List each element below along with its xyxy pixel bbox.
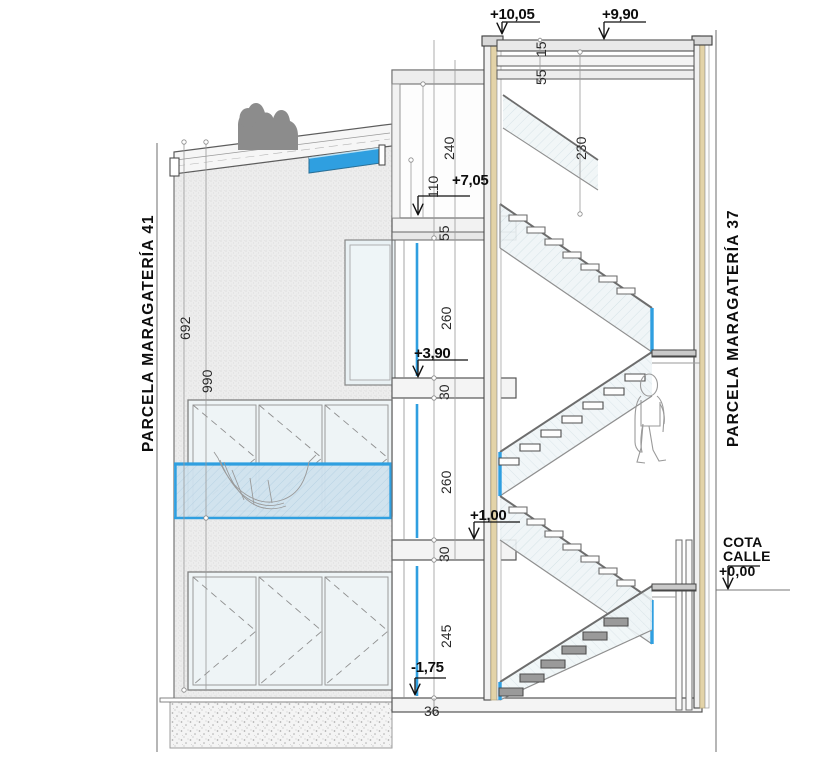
dim-penthouse-low: 110: [425, 175, 441, 198]
ground-foundation: [159, 697, 405, 749]
dim-penthouse-slab: 55: [436, 225, 452, 241]
level-leaders: [415, 21, 790, 694]
level-marker-3-90: +3,90: [414, 345, 451, 362]
window-tall-right: [344, 239, 396, 386]
dim-penthouse-clear: 240: [441, 136, 457, 160]
dim-lower-floor-clear: 245: [438, 624, 454, 648]
window-bay-upper: [174, 399, 393, 520]
dim-facade-990: 990: [199, 369, 215, 393]
stair-flight-top: [502, 94, 599, 191]
dim-upper-floor-clear: 260: [438, 306, 454, 330]
cota-calle-line1: COTA: [723, 534, 763, 550]
roof-beams-top: [496, 39, 695, 80]
stair-flight-2: [498, 349, 697, 497]
landing-slabs: [651, 349, 700, 598]
stair-walker-figure: [634, 373, 667, 464]
cota-calle-line2: CALLE: [723, 548, 771, 564]
dim-mid-floor-clear: 260: [438, 470, 454, 494]
party-wall-left-of-stair: [481, 35, 504, 701]
parcel-label-right: PARCELA MARAGATERÍA 37: [725, 209, 742, 447]
dim-parapet-cap: 15: [533, 41, 549, 57]
cota-calle-value: +0,00: [719, 563, 756, 579]
dim-mid-slab: 30: [436, 546, 452, 562]
dim-facade-692: 692: [177, 316, 193, 340]
stair-flight-4: [498, 583, 697, 701]
level-marker-1-00: +1,00: [470, 507, 507, 524]
stair-flight-1: [499, 203, 654, 353]
roof-couple-figure: [238, 103, 298, 150]
dim-top-room-height: 230: [573, 136, 589, 160]
roof-skylight: [308, 144, 386, 174]
penthouse-room: [391, 69, 489, 219]
hammock-icon: [213, 451, 317, 510]
dim-foundation-depth: 36: [424, 703, 440, 719]
balustrade-top-right: [598, 160, 690, 190]
dim-upper-slab: 30: [436, 384, 452, 400]
party-wall-right-37: [675, 35, 713, 711]
level-marker-10-05: +10,05: [490, 6, 535, 23]
level-marker-minus-1-75: -1,75: [411, 659, 444, 676]
level-marker-9-90: +9,90: [602, 6, 639, 23]
glass-guard-upper: [174, 462, 392, 520]
level-marker-7-05: +7,05: [452, 172, 489, 189]
dim-roof-beam: 55: [533, 69, 549, 85]
parcel-label-left: PARCELA MARAGATERÍA 41: [140, 214, 157, 452]
central-core-slabs: [391, 145, 703, 713]
dimension-lines: [181, 37, 583, 716]
window-bay-lower: [187, 571, 393, 691]
